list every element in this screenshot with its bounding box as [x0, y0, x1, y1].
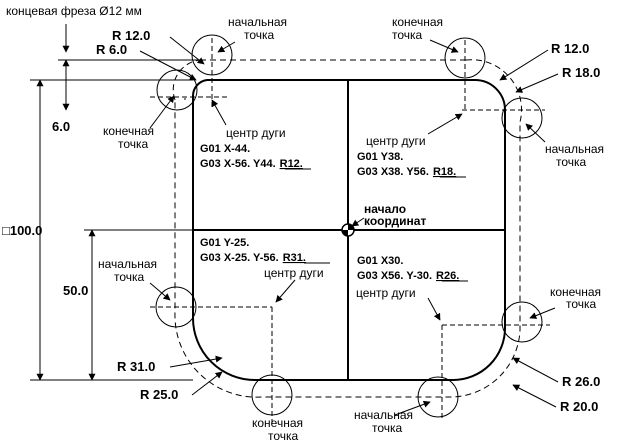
leader-end-tr	[429, 39, 459, 53]
code-tr-line2: G03 X38. Y56. R18.	[357, 166, 456, 178]
dim-50: 50.0	[63, 283, 88, 298]
code-br-line2-main: G03 X56. Y-30.	[357, 270, 432, 282]
cutter-bottom-left-start	[155, 286, 197, 328]
label-start-tr-1: начальная	[545, 142, 604, 156]
cutter-bottom-right-start	[417, 376, 459, 418]
cutter-top-right-start	[501, 97, 543, 139]
label-center-tr: центр дуги	[366, 134, 426, 148]
label-origin-1: начало	[364, 202, 406, 216]
code-tl-line2: G03 X-56. Y44. R12.	[200, 158, 303, 170]
code-tl-line1: G01 X-44.	[200, 143, 250, 155]
leader-r25	[191, 371, 223, 396]
leader-start-tr	[525, 123, 546, 143]
leader-center-tl	[211, 99, 227, 126]
dim-6: 6.0	[52, 119, 70, 134]
code-tr-radius: R18.	[433, 166, 456, 178]
label-end-br-1: конечная	[550, 285, 601, 299]
label-origin-2: координат	[364, 214, 426, 228]
code-tl-radius: R12.	[280, 158, 303, 170]
leader-start-bl	[149, 282, 171, 301]
code-tr-line2-main: G03 X38. Y56.	[357, 166, 429, 178]
dim-r6-top-left: R 6.0	[96, 42, 127, 57]
code-br-line2: G03 X56. Y-30. R26.	[357, 270, 459, 282]
dim-r26: R 26.0	[562, 374, 600, 389]
leader-center-br	[427, 297, 441, 321]
code-bl-radius: R31.	[283, 252, 306, 264]
label-start-tr-2: точка	[556, 155, 587, 169]
leader-r31	[169, 355, 223, 368]
leader-center-tr	[427, 113, 463, 135]
code-bl-line2: G03 X-25. Y-56. R31.	[200, 252, 306, 264]
leader-end-br	[529, 307, 556, 319]
label-end-tl-2: точка	[118, 137, 149, 151]
leader-end-tl	[149, 95, 175, 129]
label-end-br-2: точка	[566, 297, 597, 311]
dim-r12-top-right: R 12.0	[551, 41, 589, 56]
cutter-top-right-end	[444, 37, 486, 79]
code-tr-line1: G01 Y38.	[357, 151, 403, 163]
tool-path	[174, 59, 523, 398]
leader-r18	[515, 73, 559, 93]
label-end-tr-2: точка	[392, 28, 423, 42]
label-end-bl-2: точка	[268, 429, 299, 443]
dim-r12-top-left: R 12.0	[112, 28, 150, 43]
leader-r6-tl	[139, 50, 197, 81]
code-bl-line1: G01 Y-25.	[200, 237, 249, 249]
origin-marker-fill	[342, 224, 354, 236]
label-start-bl-2: точка	[114, 270, 145, 284]
part-outline	[191, 79, 506, 381]
label-center-bl: центр дуги	[264, 266, 324, 280]
leader-r12-tr	[499, 49, 549, 81]
label-start-bl-1: начальная	[98, 257, 157, 271]
code-br-line1: G01 X30.	[357, 255, 403, 267]
label-start-br-2: точка	[372, 421, 403, 435]
leader-start-br	[394, 400, 431, 416]
cutter-title: концевая фреза Ø12 мм	[6, 4, 142, 18]
dim-square-100: □100.0	[2, 223, 42, 238]
label-end-tr-1: конечная	[392, 15, 443, 29]
label-start-br-1: начальная	[354, 408, 413, 422]
label-end-tl-1: конечная	[103, 124, 154, 138]
dim-r31: R 31.0	[117, 359, 155, 374]
leader-origin	[351, 217, 365, 227]
leader-r12-tl	[169, 36, 205, 65]
leader-start-tl	[217, 41, 236, 53]
label-start-tl-2: точка	[244, 28, 275, 42]
code-br-radius: R26.	[436, 270, 459, 282]
code-tl-line2-main: G03 X-56. Y44.	[200, 158, 276, 170]
leader-r26	[512, 357, 559, 383]
label-center-tl: центр дуги	[226, 126, 286, 140]
cutter-bottom-right-end	[501, 301, 543, 343]
dim-r25: R 25.0	[140, 387, 178, 402]
dim-r18: R 18.0	[562, 65, 600, 80]
leader-r20	[512, 384, 557, 408]
dim-r20: R 20.0	[560, 399, 598, 414]
label-end-bl-1: конечная	[252, 416, 303, 430]
leader-center-bl	[275, 279, 296, 303]
label-start-tl-1: начальная	[228, 15, 287, 29]
code-bl-line2-main: G03 X-25. Y-56.	[200, 252, 279, 264]
label-center-br: центр дуги	[356, 286, 416, 300]
